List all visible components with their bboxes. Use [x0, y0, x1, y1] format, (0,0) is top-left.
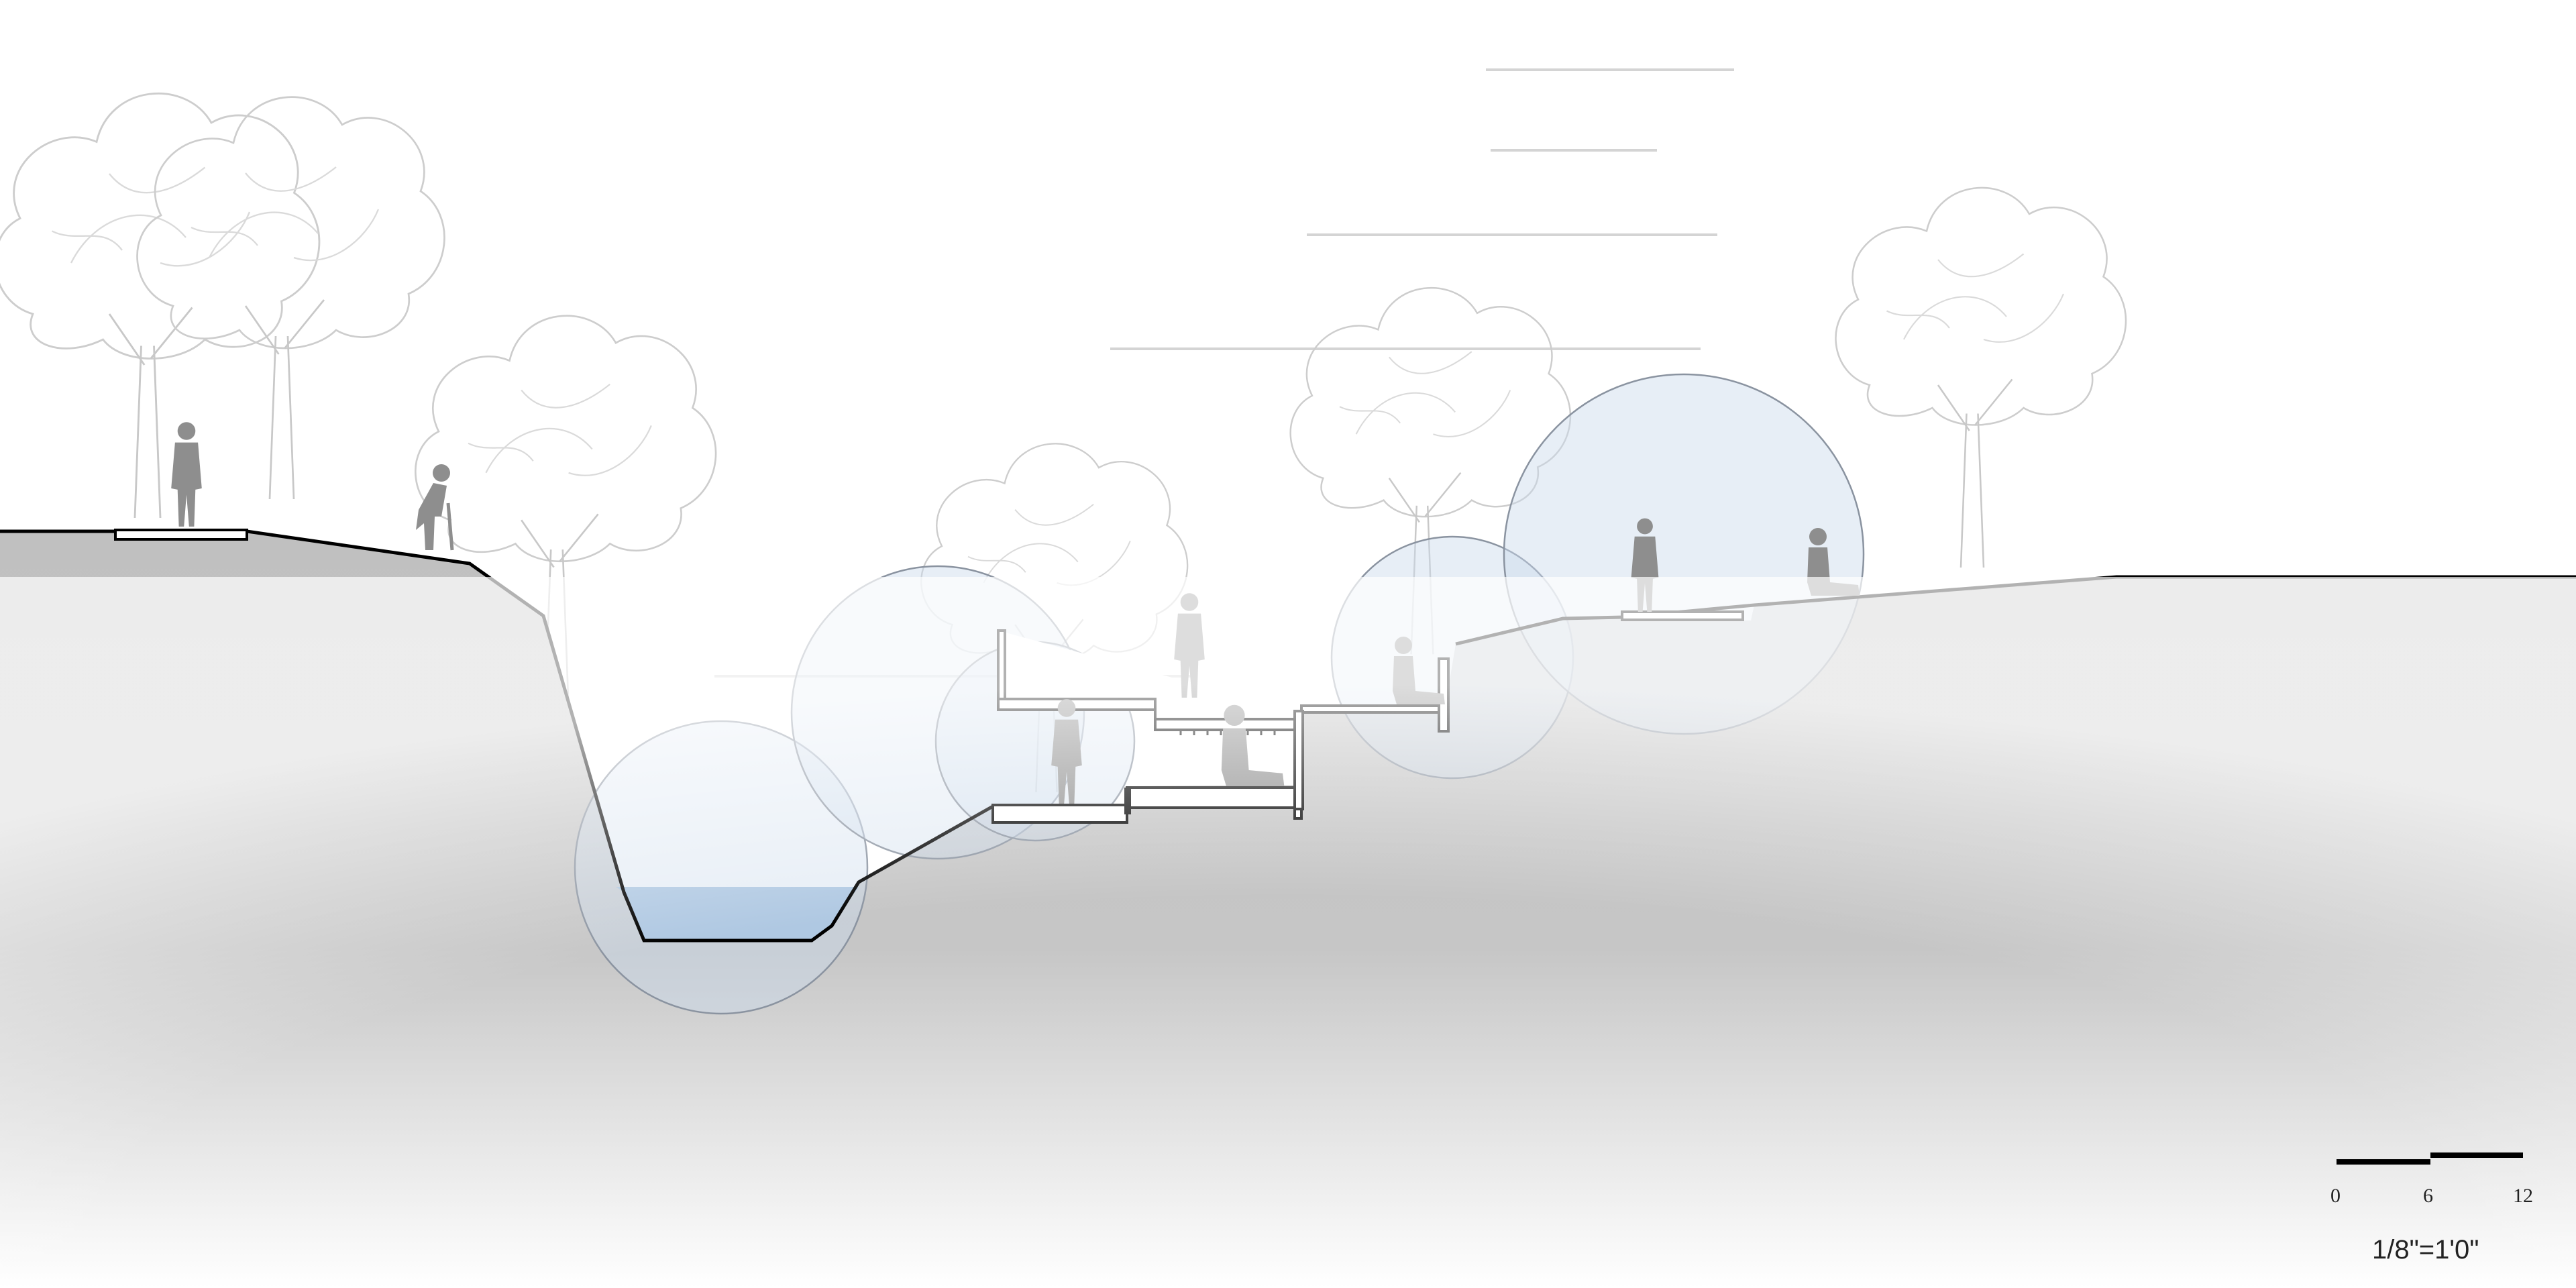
scale-bar: 0 6 12 1/8"=1'0": [2330, 1152, 2533, 1265]
person-with-cane-icon: [416, 464, 454, 551]
scale-tick-label: 0: [2330, 1185, 2341, 1207]
person-walking-icon: [171, 422, 202, 527]
scale-bar-segment: [2337, 1159, 2430, 1165]
scale-tick-label: 12: [2513, 1185, 2533, 1207]
scale-bar-segment: [2430, 1152, 2523, 1158]
scale-ratio-label: 1/8"=1'0": [2372, 1235, 2479, 1265]
ground-fade: [0, 577, 2576, 1288]
tree-icon: [1835, 186, 2127, 569]
people: [171, 422, 1860, 804]
scale-tick-label: 6: [2423, 1185, 2433, 1207]
